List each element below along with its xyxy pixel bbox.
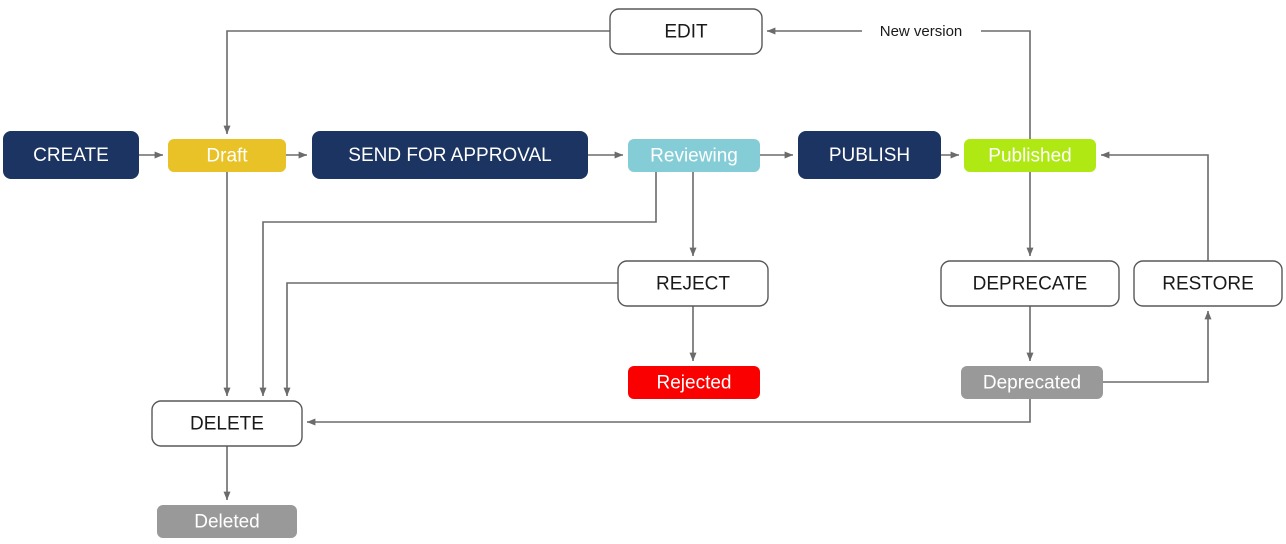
node-reject[interactable]: REJECT — [617, 260, 769, 307]
node-send[interactable]: SEND FOR APPROVAL — [312, 131, 588, 179]
node-shape-reject — [617, 260, 769, 307]
node-deleted[interactable]: Deleted — [157, 505, 297, 538]
node-deprecate[interactable]: DEPRECATE — [940, 260, 1120, 307]
node-shape-create — [3, 131, 139, 179]
node-hit-reject[interactable] — [618, 261, 768, 306]
node-rejected[interactable]: Rejected — [628, 366, 760, 399]
node-create[interactable]: CREATE — [3, 131, 139, 179]
node-hit-delete[interactable] — [152, 401, 302, 446]
new-version-label: New version — [880, 23, 963, 40]
node-hit-send[interactable] — [312, 131, 588, 179]
edge-labels-layer: New version — [870, 21, 972, 41]
node-deprecated[interactable]: Deprecated — [961, 366, 1103, 399]
node-hit-published[interactable] — [964, 139, 1096, 172]
node-shape-deprecate — [940, 260, 1120, 307]
node-shape-draft — [168, 139, 286, 172]
edge-label-backdrop — [870, 21, 972, 41]
edge-deprecated-restore — [1103, 310, 1212, 383]
node-hit-create[interactable] — [3, 131, 139, 179]
node-shape-published — [964, 139, 1096, 172]
edge-deprecated-delete — [306, 399, 1031, 426]
node-hit-publish[interactable] — [798, 131, 941, 179]
node-shape-send — [312, 131, 588, 179]
node-hit-edit[interactable] — [610, 9, 762, 54]
edge-reject-delete — [283, 282, 618, 397]
edge-edit-draft — [223, 30, 610, 135]
node-hit-deprecate[interactable] — [941, 261, 1119, 306]
node-delete[interactable]: DELETE — [151, 400, 303, 447]
node-draft[interactable]: Draft — [168, 139, 286, 172]
node-edit[interactable]: EDIT — [609, 8, 763, 55]
node-reviewing[interactable]: Reviewing — [628, 139, 760, 172]
node-hit-draft[interactable] — [168, 139, 286, 172]
node-shape-deprecated — [961, 366, 1103, 399]
node-shape-restore — [1133, 260, 1283, 307]
node-hit-deprecated[interactable] — [961, 366, 1103, 399]
node-published[interactable]: Published — [964, 139, 1096, 172]
node-shape-delete — [151, 400, 303, 447]
node-publish[interactable]: PUBLISH — [798, 131, 941, 179]
edges-layer — [139, 30, 1212, 501]
node-hit-deleted[interactable] — [157, 505, 297, 538]
nodes-layer: CREATE Draft SEND FOR APPROVAL Reviewing PUB… — [3, 8, 1283, 538]
edge-restore-published — [1100, 151, 1209, 261]
node-shape-edit — [609, 8, 763, 55]
node-shape-rejected — [628, 366, 760, 399]
node-shape-publish — [798, 131, 941, 179]
node-shape-deleted — [157, 505, 297, 538]
node-hit-rejected[interactable] — [628, 366, 760, 399]
node-restore[interactable]: RESTORE — [1133, 260, 1283, 307]
node-hit-restore[interactable] — [1134, 261, 1282, 306]
node-hit-reviewing[interactable] — [628, 139, 760, 172]
node-shape-reviewing — [628, 139, 760, 172]
edge-reviewing-delete — [259, 172, 657, 397]
edge-published-edit — [767, 31, 1031, 139]
